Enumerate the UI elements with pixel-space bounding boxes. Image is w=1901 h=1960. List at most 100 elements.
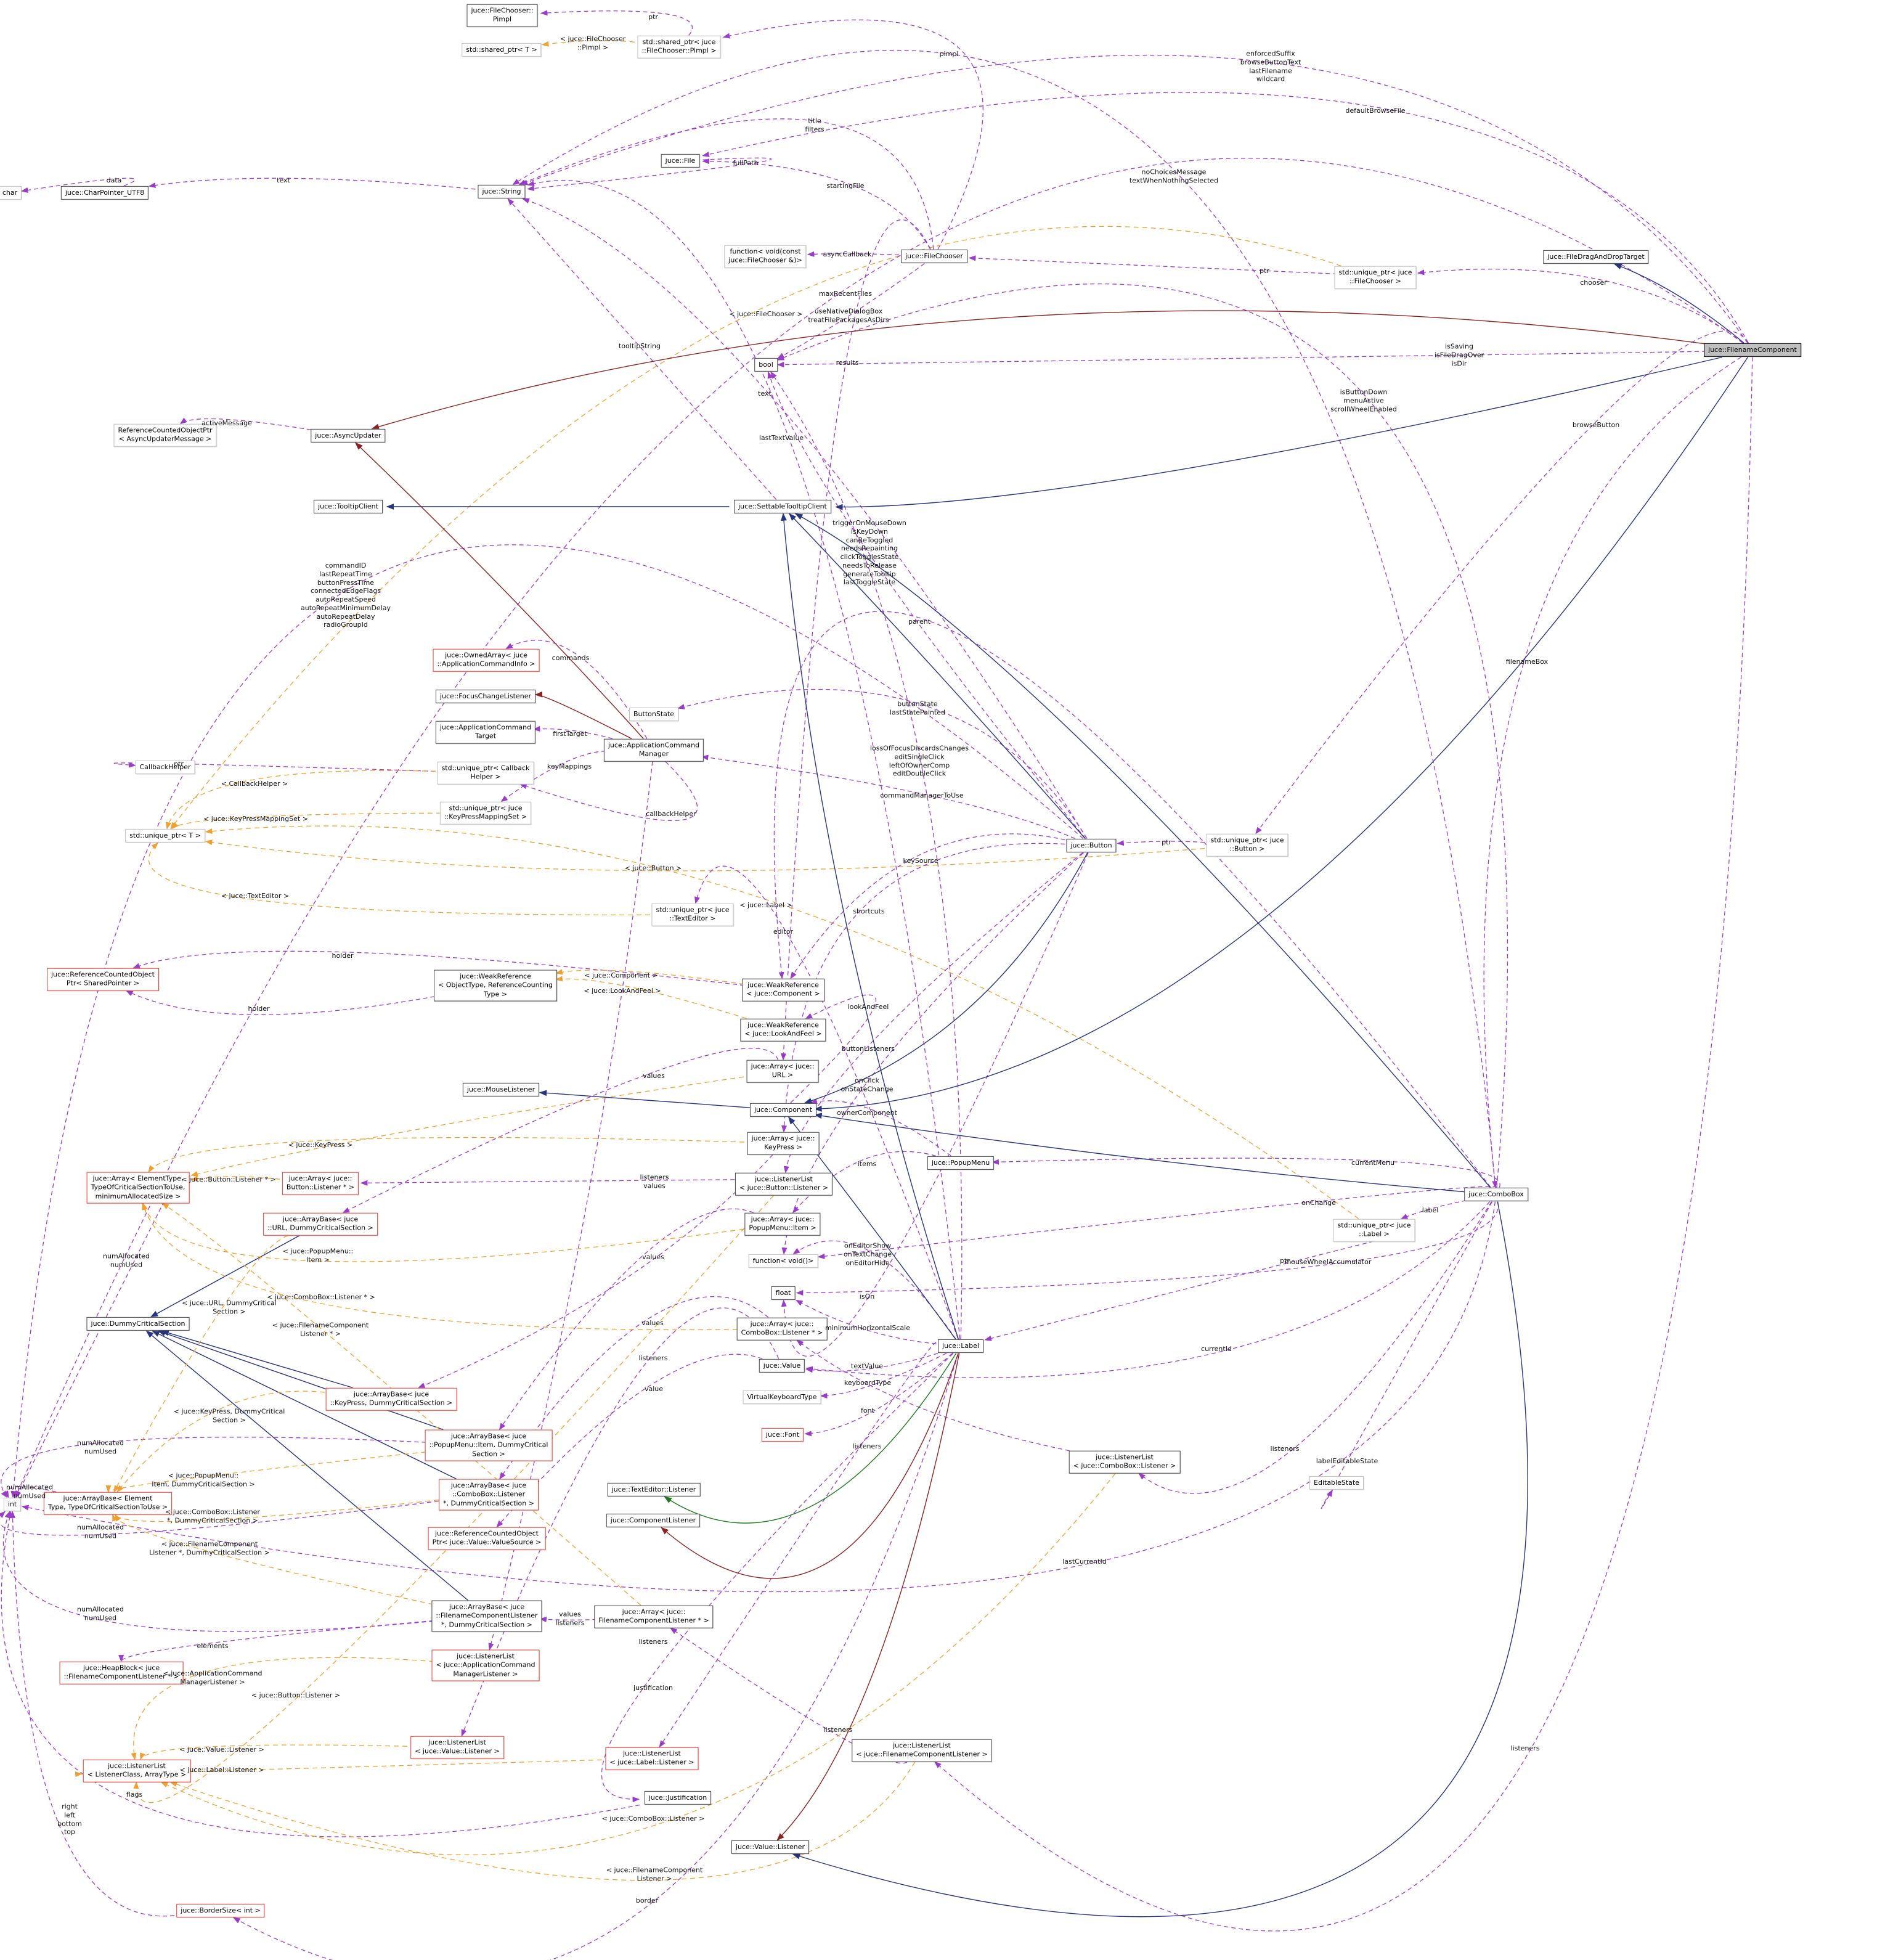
edge-weakref_comp-to-weakref_gen: [555, 969, 745, 985]
node-owned_array[interactable]: juce::OwnedArray< juce::ApplicationComma…: [433, 648, 540, 672]
node-label-line: ::FilenameComponentListener: [436, 1611, 538, 1620]
node-array_pmi[interactable]: juce::Array< juce::PopupMenu::Item >: [744, 1212, 821, 1236]
node-vkt[interactable]: VirtualKeyboardType: [743, 1390, 821, 1405]
node-label-line: KeyPress >: [764, 1143, 802, 1151]
node-cb_helper[interactable]: CallbackHelper: [135, 760, 195, 775]
node-uptr_t[interactable]: std::unique_ptr< T >: [125, 828, 205, 843]
node-fn_void[interactable]: function< void()>: [748, 1254, 818, 1268]
node-popup[interactable]: juce::PopupMenu: [927, 1156, 995, 1170]
node-filedrag[interactable]: juce::FileDragAndDropTarget: [1543, 250, 1649, 264]
node-ll_btn[interactable]: juce::ListenerList< juce::Button::Listen…: [735, 1172, 833, 1196]
edge-combo-to-bool: [776, 283, 1508, 1188]
node-fncomp[interactable]: juce::FilenameComponent: [1704, 343, 1801, 357]
edge-array_cbl-to-ab_cbl: [499, 1296, 769, 1480]
node-heap[interactable]: juce::HeapBlock< juce::FilenameComponent…: [59, 1661, 184, 1684]
node-array_fcl[interactable]: juce::Array< juce::FilenameComponentList…: [594, 1605, 714, 1628]
node-array_kp[interactable]: juce::Array< juce::KeyPress >: [747, 1132, 820, 1155]
node-char[interactable]: char: [0, 186, 22, 200]
node-uptr_kpms[interactable]: std::unique_ptr< juce::KeyPressMappingSe…: [439, 801, 532, 825]
node-uptr_te[interactable]: std::unique_ptr< juce::TextEditor >: [651, 903, 734, 926]
node-border_size[interactable]: juce::BorderSize< int >: [176, 1903, 265, 1918]
node-uptr_label[interactable]: std::unique_ptr< juce::Label >: [1333, 1219, 1415, 1242]
node-justif[interactable]: juce::Justification: [644, 1791, 712, 1805]
edge-array_url-to-array_et: [190, 1076, 744, 1177]
node-array_bl[interactable]: juce::Array< juce::Button::Listener * >: [282, 1172, 359, 1195]
node-file[interactable]: juce::File: [661, 153, 700, 168]
edge-combo-to-string: [512, 50, 1496, 1188]
node-weakref_laf[interactable]: juce::WeakReference< juce::LookAndFeel >: [740, 1018, 826, 1042]
edge-ab_pmi-to-dummy: [157, 1330, 444, 1431]
edge-ll_fcl-to-ll_gen: [169, 1762, 916, 1881]
edge-array_cbl-to-array_et: [142, 1203, 738, 1331]
node-dummy[interactable]: juce::DummyCriticalSection: [86, 1317, 190, 1331]
node-uptr_filechooser[interactable]: std::unique_ptr< juce::FileChooser >: [1334, 266, 1417, 289]
node-char_ptr[interactable]: juce::CharPointer_UTF8: [60, 186, 149, 200]
node-mouse_listener[interactable]: juce::MouseListener: [462, 1082, 540, 1097]
node-focus_change[interactable]: juce::FocusChangeListener: [435, 689, 536, 704]
node-shared_ptr_pimpl[interactable]: std::shared_ptr< juce::FileChooser::Pimp…: [637, 35, 721, 59]
node-ll_val[interactable]: juce::ListenerList< juce::Value::Listene…: [410, 1736, 504, 1759]
node-label-line: juce::ApplicationCommand: [439, 723, 532, 732]
node-float[interactable]: float: [771, 1286, 796, 1301]
node-label-line: < juce::Button::Listener >: [739, 1184, 829, 1192]
node-label-line: juce::BorderSize< int >: [181, 1906, 261, 1914]
node-ab_fcl[interactable]: juce::ArrayBase< juce::FilenameComponent…: [431, 1600, 542, 1632]
node-filechooser[interactable]: juce::FileChooser: [901, 249, 967, 264]
edge-settable-to-string: [507, 198, 777, 500]
node-array_url[interactable]: juce::Array< juce::URL >: [746, 1060, 819, 1083]
node-button[interactable]: juce::Button: [1066, 838, 1117, 853]
node-ab_cbl[interactable]: juce::ArrayBase< juce::ComboBox::Listene…: [439, 1479, 539, 1511]
node-array_et[interactable]: juce::Array< ElementType,TypeOfCriticalS…: [86, 1172, 190, 1204]
edge-combo-to-ll_cbl: [1138, 1201, 1492, 1494]
node-ll_acml[interactable]: juce::ListenerList< juce::ApplicationCom…: [431, 1649, 540, 1681]
node-ll_cbl[interactable]: juce::ListenerList< juce::ComboBox::List…: [1069, 1450, 1181, 1474]
node-font[interactable]: juce::Font: [761, 1427, 804, 1442]
edge-label-to-settable: [781, 513, 959, 1339]
node-ab_pmi[interactable]: juce::ArrayBase< juce::PopupMenu::Item, …: [425, 1429, 553, 1461]
node-int[interactable]: int: [3, 1497, 22, 1512]
edge-button-to-btn_state: [677, 688, 1088, 839]
node-fc_pimpl[interactable]: juce::FileChooser::Pimpl: [466, 4, 538, 27]
edge-array_fcl-to-array_et: [161, 1203, 641, 1606]
edge-ab_fcl-to-int: [2, 1511, 434, 1632]
node-val_listener[interactable]: juce::Value::Listener: [731, 1840, 810, 1855]
node-label-line: < juce::ComboBox::Listener >: [1073, 1462, 1176, 1470]
node-editable[interactable]: EditableState: [1309, 1476, 1364, 1490]
edge-border_size-to-int: [9, 1511, 175, 1917]
node-ab_url[interactable]: juce::ArrayBase< juce::URL, DummyCritica…: [263, 1212, 378, 1236]
node-component[interactable]: juce::Component: [749, 1103, 817, 1117]
node-rcop_async[interactable]: ReferenceCountedObjectPtr< AsyncUpdaterM…: [113, 423, 217, 447]
node-settable[interactable]: juce::SettableTooltipClient: [734, 499, 831, 514]
edge-label-to-comp_listener: [661, 1353, 959, 1579]
node-weakref_comp[interactable]: juce::WeakReference< juce::Component >: [742, 978, 824, 1002]
edge-button-to-component: [804, 852, 1088, 1104]
node-uptr_btn[interactable]: std::unique_ptr< juce::Button >: [1206, 833, 1288, 857]
node-ab_kp[interactable]: juce::ArrayBase< juce::KeyPress, DummyCr…: [325, 1387, 457, 1411]
node-ll_gen[interactable]: juce::ListenerList< ListenerClass, Array…: [83, 1759, 191, 1782]
node-ll_fcl[interactable]: juce::ListenerList< juce::FilenameCompon…: [852, 1739, 992, 1762]
node-string[interactable]: juce::String: [478, 184, 526, 199]
node-combo[interactable]: juce::ComboBox: [1464, 1187, 1528, 1202]
node-bool[interactable]: bool: [754, 357, 778, 372]
node-comp_listener[interactable]: juce::ComponentListener: [606, 1513, 701, 1528]
node-te_listener[interactable]: juce::TextEditor::Listener: [607, 1482, 701, 1497]
node-label-line: juce::Array< juce::: [751, 1062, 815, 1071]
node-value[interactable]: juce::Value: [759, 1358, 805, 1373]
node-ll_lbl[interactable]: juce::ListenerList< juce::Label::Listene…: [605, 1747, 699, 1770]
node-weakref_gen[interactable]: juce::WeakReference< ObjectType, Referen…: [434, 970, 557, 1002]
edge-uptr_filechooser-to-filechooser: [968, 255, 1375, 276]
node-array_cbl[interactable]: juce::Array< juce::ComboBox::Listener * …: [736, 1317, 828, 1341]
node-tooltip_client[interactable]: juce::TooltipClient: [314, 499, 383, 514]
node-shared_ptr_t[interactable]: std::shared_ptr< T >: [462, 43, 542, 57]
node-btn_state[interactable]: ButtonState: [629, 707, 678, 722]
node-async[interactable]: juce::AsyncUpdater: [311, 428, 386, 443]
node-label-line: juce::Button: [1070, 841, 1112, 849]
node-label[interactable]: juce::Label: [938, 1339, 983, 1354]
